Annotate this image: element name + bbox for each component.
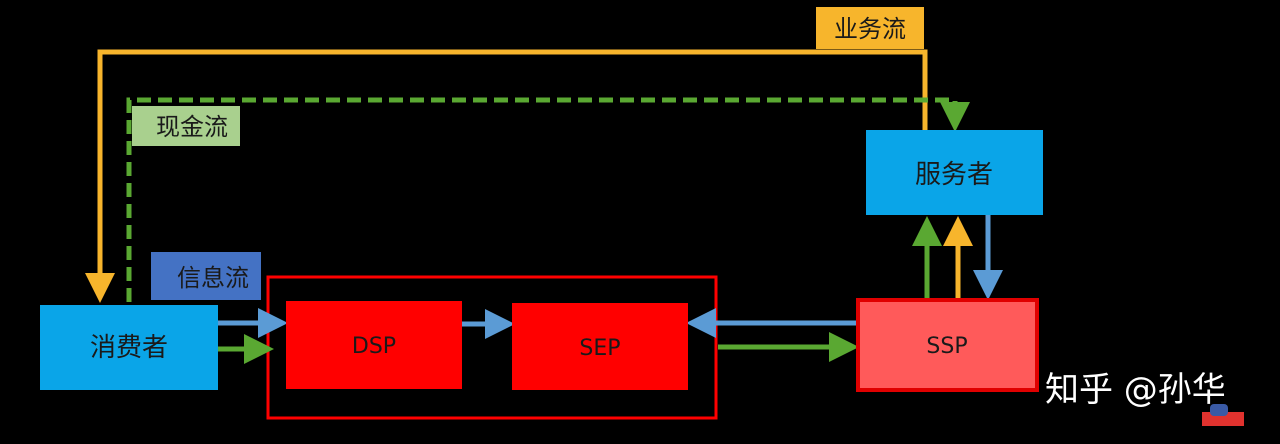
- provider-node: 服务者: [866, 130, 1043, 215]
- ssp-node: SSP: [856, 298, 1039, 392]
- business-flow-label: 业务流: [834, 15, 906, 43]
- info-flow-tag: 信息流: [151, 252, 261, 300]
- business-flow-tag: 业务流: [816, 7, 924, 49]
- ssp-label: SSP: [926, 334, 967, 359]
- sep-label: SEP: [579, 336, 620, 361]
- cash-flow-tag: 现金流: [132, 106, 240, 146]
- cash-flow-line: [126, 97, 970, 302]
- provider-label: 服务者: [915, 160, 993, 190]
- info-flow-label: 信息流: [177, 264, 249, 292]
- dsp-label: DSP: [352, 334, 396, 359]
- dsp-node: DSP: [286, 301, 462, 389]
- sep-node: SEP: [512, 303, 688, 390]
- watermark: 知乎 @孙华: [1045, 370, 1226, 410]
- watermark-hand-icon: [1202, 404, 1244, 426]
- business-flow-line: [85, 49, 928, 303]
- consumer-label: 消费者: [90, 333, 168, 363]
- consumer-node: 消费者: [40, 305, 218, 390]
- cash-flow-label: 现金流: [156, 113, 228, 141]
